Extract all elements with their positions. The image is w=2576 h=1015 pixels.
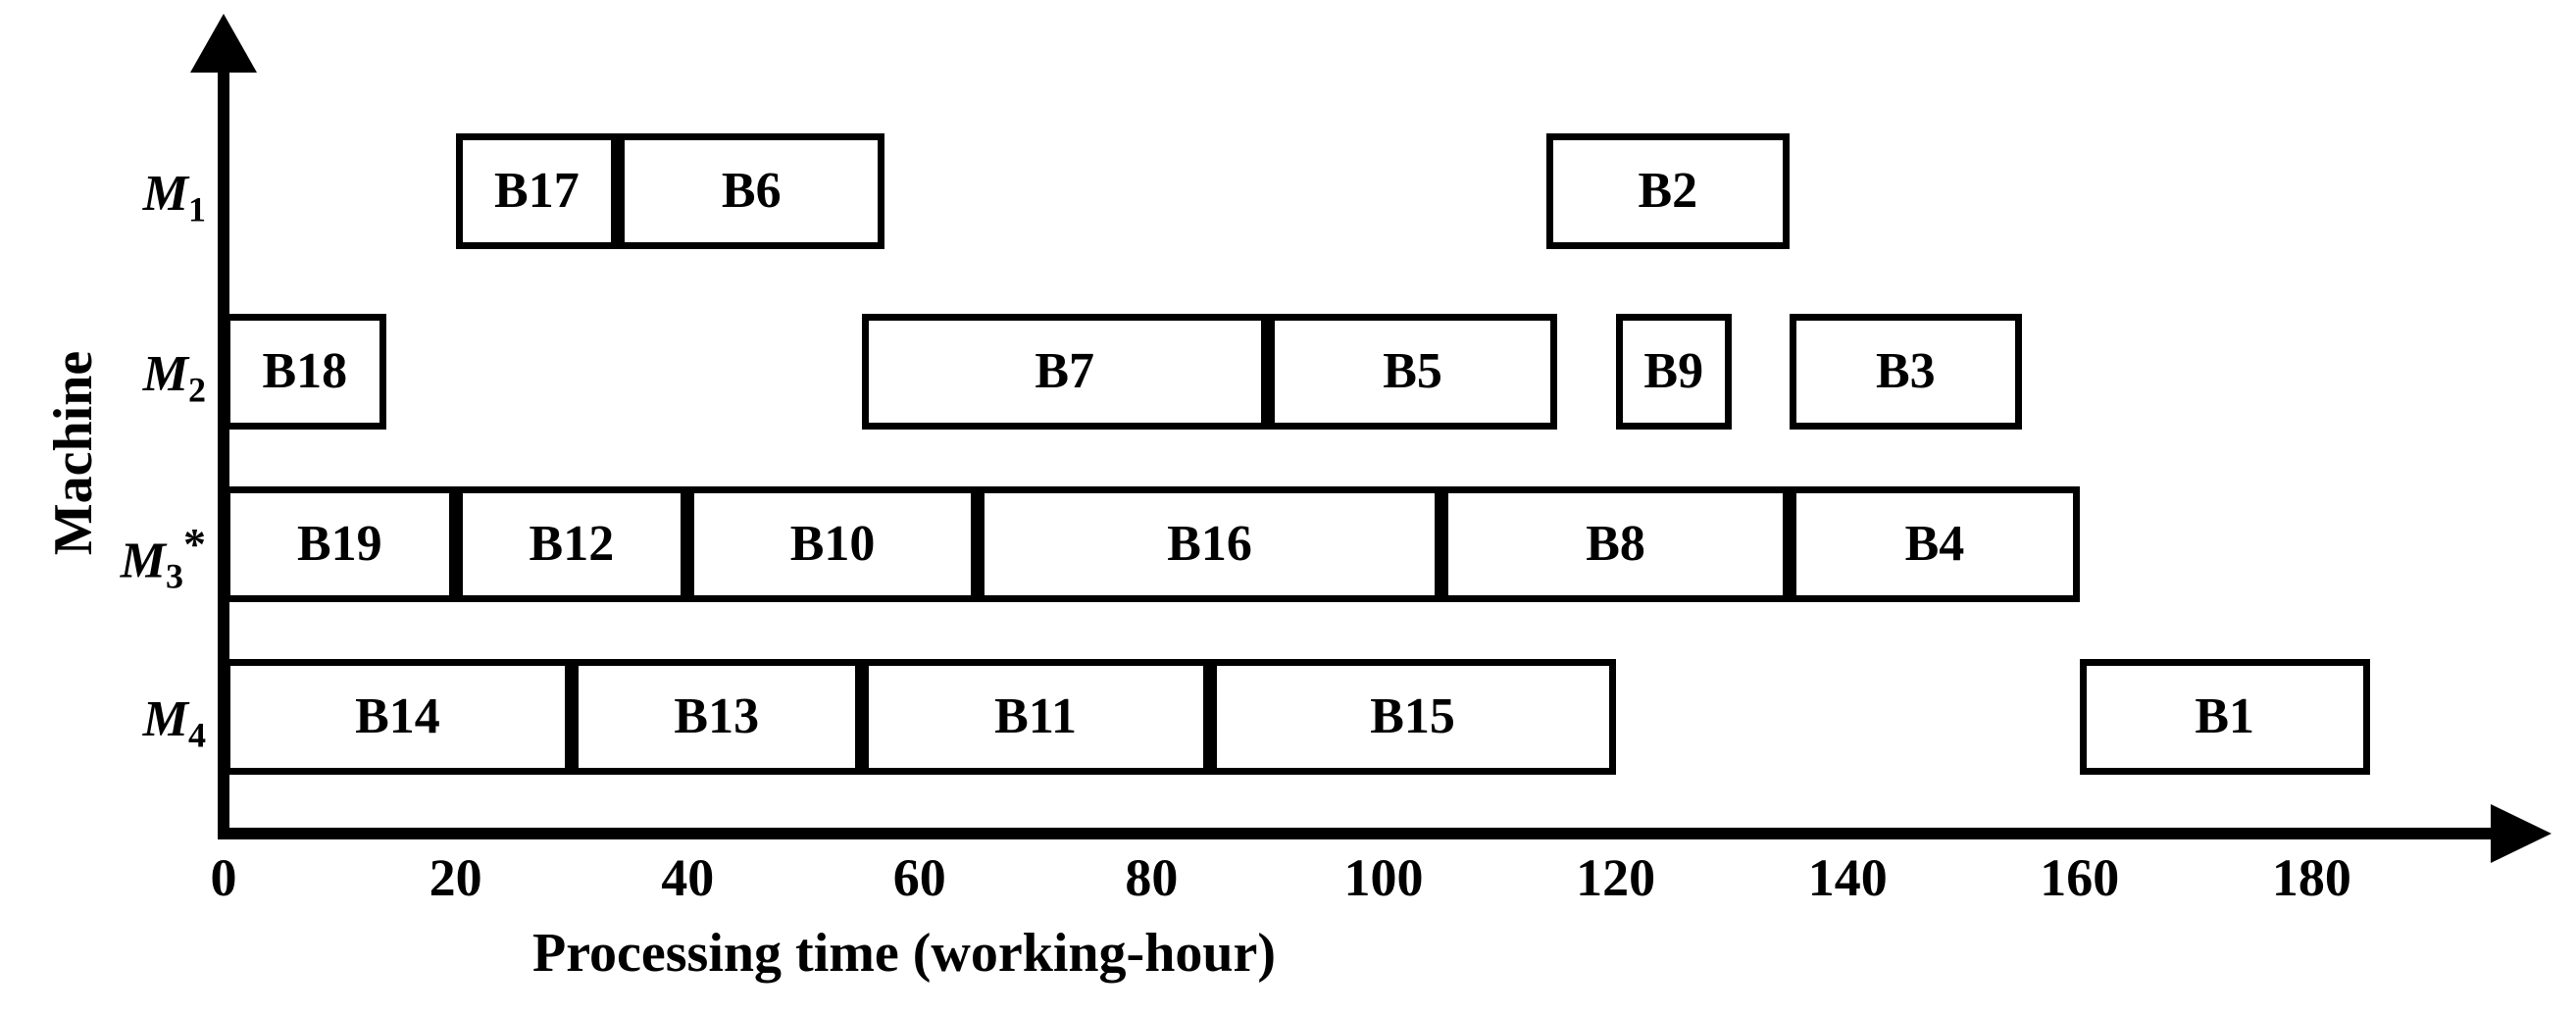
gantt-bar-B17[interactable]: B17 bbox=[455, 133, 619, 249]
gantt-bar-B18[interactable]: B18 bbox=[224, 314, 386, 430]
x-tick-label-100: 100 bbox=[1343, 848, 1424, 907]
x-tick-label-60: 60 bbox=[892, 848, 946, 907]
gantt-bar-label: B13 bbox=[674, 688, 760, 744]
row-label-text: M bbox=[142, 691, 188, 747]
gantt-bar-B14[interactable]: B14 bbox=[224, 659, 572, 775]
gantt-bar-label: B11 bbox=[994, 688, 1077, 744]
gantt-bar-B10[interactable]: B10 bbox=[687, 486, 978, 602]
gantt-bar-label: B15 bbox=[1370, 688, 1455, 744]
row-label-subscript: 1 bbox=[188, 189, 206, 229]
row-label-text: M bbox=[142, 166, 188, 222]
x-tick-label-180: 180 bbox=[2271, 848, 2351, 907]
y-axis-line bbox=[218, 65, 229, 839]
gantt-bar-label: B3 bbox=[1876, 343, 1936, 399]
row-label-M3: M3* bbox=[69, 518, 206, 597]
row-label-subscript: 3 bbox=[166, 556, 183, 596]
gantt-bar-label: B4 bbox=[1904, 516, 1965, 572]
gantt-bar-B5[interactable]: B5 bbox=[1267, 314, 1558, 430]
x-axis-line bbox=[218, 828, 2502, 839]
x-tick-label-140: 140 bbox=[1807, 848, 1888, 907]
gantt-bar-label: B2 bbox=[1638, 163, 1698, 219]
gantt-bar-label: B5 bbox=[1383, 343, 1442, 399]
gantt-bar-label: B8 bbox=[1586, 516, 1645, 572]
y-axis-arrow-icon bbox=[190, 14, 257, 73]
row-label-text: M bbox=[120, 533, 166, 589]
gantt-bar-label: B18 bbox=[262, 343, 348, 399]
gantt-bar-B19[interactable]: B19 bbox=[224, 486, 456, 602]
row-label-M4: M4 bbox=[69, 690, 206, 755]
gantt-bar-B15[interactable]: B15 bbox=[1209, 659, 1616, 775]
gantt-bar-B12[interactable]: B12 bbox=[455, 486, 688, 602]
gantt-bar-B2[interactable]: B2 bbox=[1545, 133, 1791, 249]
gantt-bar-label: B9 bbox=[1643, 343, 1704, 399]
gantt-bar-label: B17 bbox=[494, 163, 580, 219]
gantt-bar-B8[interactable]: B8 bbox=[1441, 486, 1791, 602]
gantt-bar-label: B19 bbox=[296, 516, 382, 572]
row-label-M1: M1 bbox=[69, 165, 206, 229]
gantt-bar-label: B16 bbox=[1167, 516, 1252, 572]
gantt-bar-label: B12 bbox=[529, 516, 615, 572]
gantt-bar-B4[interactable]: B4 bbox=[1790, 486, 2080, 602]
x-axis-title: Processing time (working-hour) bbox=[532, 923, 1276, 984]
gantt-bar-B11[interactable]: B11 bbox=[861, 659, 1210, 775]
gantt-bar-B3[interactable]: B3 bbox=[1790, 314, 2022, 430]
row-label-M2: M2 bbox=[69, 345, 206, 410]
x-tick-label-120: 120 bbox=[1576, 848, 1656, 907]
gantt-bar-label: B7 bbox=[1035, 343, 1094, 399]
gantt-bar-B16[interactable]: B16 bbox=[977, 486, 1442, 602]
gantt-bar-B9[interactable]: B9 bbox=[1615, 314, 1732, 430]
x-tick-label-160: 160 bbox=[2040, 848, 2120, 907]
row-label-text: M bbox=[142, 346, 188, 402]
gantt-bar-label: B14 bbox=[355, 688, 440, 744]
row-label-star: * bbox=[183, 519, 206, 569]
gantt-bar-B7[interactable]: B7 bbox=[861, 314, 1268, 430]
gantt-bar-label: B6 bbox=[721, 163, 782, 219]
row-label-subscript: 4 bbox=[188, 715, 206, 755]
row-label-subscript: 2 bbox=[188, 370, 206, 410]
gantt-bar-label: B1 bbox=[2195, 688, 2255, 744]
x-axis-arrow-icon bbox=[2491, 804, 2551, 863]
x-tick-label-80: 80 bbox=[1125, 848, 1179, 907]
gantt-bar-B6[interactable]: B6 bbox=[618, 133, 885, 249]
gantt-bar-B13[interactable]: B13 bbox=[571, 659, 862, 775]
gantt-bar-label: B10 bbox=[789, 516, 876, 572]
gantt-bar-B1[interactable]: B1 bbox=[2079, 659, 2370, 775]
x-tick-label-0: 0 bbox=[210, 848, 237, 907]
x-tick-label-20: 20 bbox=[429, 848, 482, 907]
x-tick-label-40: 40 bbox=[661, 848, 715, 907]
